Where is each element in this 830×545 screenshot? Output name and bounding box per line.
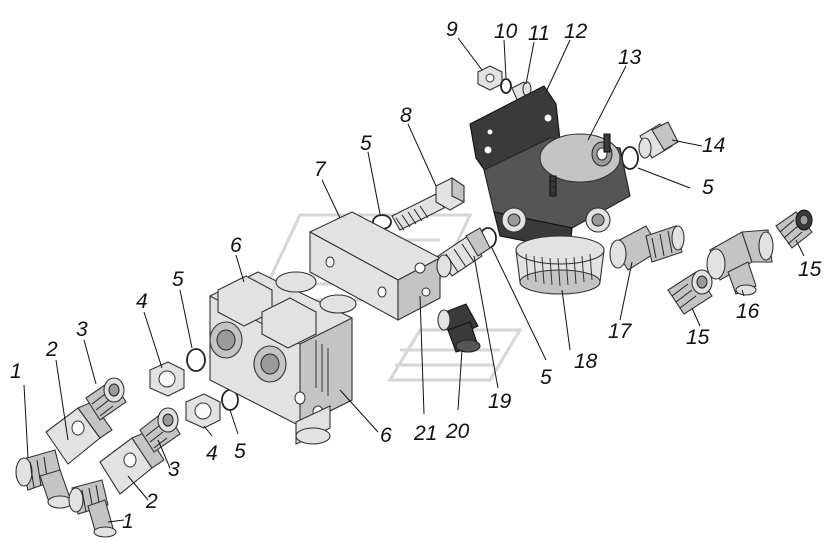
part-4-hex-plug-upper	[149, 361, 185, 397]
part-3-threaded-fitting-upper	[85, 377, 127, 421]
callout-20: 20	[445, 420, 470, 443]
callout-11: 11	[528, 22, 550, 45]
callout-3-lower: 3	[168, 458, 180, 481]
callout-15-right: 15	[798, 258, 822, 281]
callout-10: 10	[494, 20, 518, 43]
part-3-threaded-fitting-lower	[139, 407, 181, 453]
part-2-square-adapter-upper	[45, 401, 113, 465]
part-14-straight-connector	[638, 121, 679, 159]
part-6-double-valve-body	[209, 271, 357, 445]
callout-3-upper: 3	[76, 318, 88, 341]
callout-5-far-left: 5	[172, 268, 184, 291]
part-9-nut	[477, 65, 503, 91]
callout-13: 13	[618, 46, 642, 69]
part-17-elbow-fitting	[609, 225, 685, 271]
callout-8: 8	[400, 104, 412, 127]
part-1-elbow-fitting-upper	[15, 449, 73, 509]
callout-21: 21	[413, 422, 437, 445]
part-4-hex-plug-lower	[185, 393, 221, 429]
callout-4-lower: 4	[206, 442, 218, 465]
callout-numbers: 1 1 2 2 3 3 4 4 5 5 5 5 5 6 6 7 8 9 10 1…	[10, 18, 822, 533]
callout-6-upper: 6	[230, 234, 242, 257]
callout-5-left-lower: 5	[234, 440, 246, 463]
part-5-sealing-ring-left-upper	[186, 348, 206, 372]
callout-7: 7	[314, 158, 327, 181]
part-7-connecting-block	[308, 211, 442, 321]
callout-16: 16	[736, 300, 760, 323]
callout-5-valve-right: 5	[702, 176, 714, 199]
part-2-square-adapter-lower	[99, 431, 165, 495]
callout-6-lower: 6	[380, 424, 392, 447]
part-15-straight-fitting-center	[667, 269, 713, 315]
callout-2-lower: 2	[145, 490, 158, 513]
callout-5-block: 5	[360, 132, 372, 155]
callout-12: 12	[564, 20, 588, 43]
part-10-washer	[500, 78, 512, 94]
part-18-silencer	[515, 235, 605, 295]
callout-4-upper: 4	[136, 290, 148, 313]
callout-1-lower: 1	[122, 510, 134, 533]
callout-14: 14	[702, 134, 725, 157]
callout-17: 17	[608, 320, 633, 343]
callout-19: 19	[488, 390, 512, 413]
part-16-tee-fitting	[706, 229, 774, 296]
part-20-angled-connector	[437, 303, 481, 353]
part-1-elbow-fitting-lower	[68, 479, 117, 538]
part-8-hex-bolt	[391, 176, 465, 231]
callout-15-center: 15	[686, 326, 710, 349]
callout-5-nipple: 5	[540, 366, 552, 389]
callout-9: 9	[446, 18, 458, 41]
leader-lines	[23, 37, 805, 523]
part-19-threaded-nipple	[436, 227, 491, 278]
callout-1-upper: 1	[10, 360, 22, 383]
part-15-straight-fitting-right	[775, 209, 813, 249]
part-5-sealing-ring-valve	[621, 146, 639, 170]
callout-18: 18	[574, 350, 598, 373]
callout-2-upper: 2	[45, 338, 58, 361]
